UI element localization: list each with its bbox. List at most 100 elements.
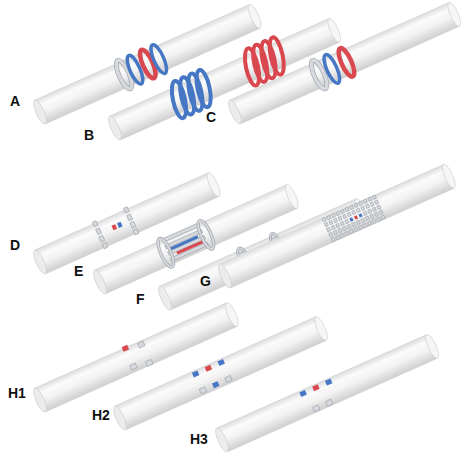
pad-electrode xyxy=(347,224,351,228)
panel-label: A xyxy=(10,94,20,108)
pad-electrode xyxy=(363,199,367,203)
pad-electrode xyxy=(313,405,321,412)
pad-electrode xyxy=(354,227,358,231)
pad-electrode xyxy=(377,217,381,221)
pad-electrode xyxy=(325,399,333,406)
tube-end xyxy=(31,98,49,125)
pad-electrode xyxy=(347,212,351,216)
pad-electrode xyxy=(102,243,108,249)
pad-electrode xyxy=(333,230,337,234)
tube-end xyxy=(106,114,124,141)
pad-electrode xyxy=(356,220,360,224)
pad-electrode xyxy=(212,381,220,388)
pad-electrode xyxy=(133,229,139,235)
tube-end xyxy=(91,268,109,295)
pad-electrode xyxy=(370,202,374,206)
pad-electrode xyxy=(217,359,225,366)
pad-electrode xyxy=(336,223,340,227)
pad-electrode xyxy=(359,201,363,205)
pad-electrode xyxy=(358,225,362,229)
pad-electrode xyxy=(170,235,199,250)
panel-label: E xyxy=(74,264,83,278)
pad-electrode xyxy=(338,216,342,220)
tube-body xyxy=(35,303,237,412)
pad-electrode xyxy=(329,232,333,236)
pad-electrode xyxy=(331,237,335,241)
ring-electrode xyxy=(336,46,358,78)
pad-electrode xyxy=(130,363,138,370)
panel-label: H3 xyxy=(190,432,208,446)
tube-body xyxy=(220,164,454,287)
ring-electrode xyxy=(308,58,330,90)
panel-label: H1 xyxy=(8,386,26,400)
pad-electrode xyxy=(363,211,367,215)
pad-electrode xyxy=(192,370,200,377)
pad-electrode xyxy=(342,226,346,230)
tube-end xyxy=(213,426,231,453)
catheter-tube xyxy=(216,163,458,290)
ring-electrode xyxy=(195,219,217,251)
pad-electrode xyxy=(375,200,379,204)
pad-electrode xyxy=(92,221,98,227)
pad-electrode xyxy=(368,197,372,201)
pad-electrode xyxy=(205,365,213,372)
pad-electrode xyxy=(336,235,340,239)
tube-end xyxy=(216,262,234,289)
pad-electrode xyxy=(122,345,130,352)
pad-electrode xyxy=(130,221,136,228)
tube-end xyxy=(111,404,129,431)
pad-electrode xyxy=(343,214,347,218)
ring-electrode xyxy=(308,58,330,90)
tube-end xyxy=(205,171,223,198)
pad-electrode xyxy=(299,390,307,397)
pad-electrode xyxy=(96,228,102,235)
pad-electrode xyxy=(368,221,372,225)
pad-electrode xyxy=(327,215,331,219)
pad-electrode xyxy=(349,217,353,221)
panel-label: B xyxy=(84,128,94,142)
pad-electrode xyxy=(312,384,320,391)
ring-electrode xyxy=(155,237,177,269)
pad-electrode xyxy=(117,222,123,228)
pad-electrode xyxy=(127,214,133,221)
tube-end xyxy=(246,3,264,30)
pad-electrode xyxy=(349,229,353,233)
pad-electrode xyxy=(368,209,372,213)
catheter-tube xyxy=(30,299,241,413)
pad-electrode xyxy=(377,205,381,209)
pad-electrode xyxy=(137,341,145,348)
tube-end xyxy=(31,248,49,275)
catheter-tube xyxy=(225,0,464,128)
pad-electrode xyxy=(329,220,333,224)
pad-electrode xyxy=(372,195,376,199)
pad-electrode xyxy=(331,213,335,217)
pad-electrode xyxy=(345,231,349,235)
pad-electrode xyxy=(324,222,328,226)
pad-electrode xyxy=(381,215,385,219)
pad-electrode xyxy=(338,228,342,232)
pad-electrode xyxy=(322,217,326,221)
tube-body xyxy=(217,335,438,452)
tube-end xyxy=(312,315,330,342)
pad-electrode xyxy=(363,223,367,227)
pad-electrode xyxy=(361,206,365,210)
pad-electrode xyxy=(340,233,344,237)
pad-electrode xyxy=(361,218,365,222)
pad-electrode xyxy=(333,218,337,222)
pad-electrode xyxy=(358,213,362,217)
coil-turn xyxy=(267,36,287,76)
pad-electrode xyxy=(374,212,378,216)
ring-electrode xyxy=(148,43,170,75)
tube-end xyxy=(445,1,463,28)
pad-electrode xyxy=(354,215,358,219)
ring-electrode xyxy=(155,237,177,269)
pad-electrode xyxy=(327,227,331,231)
catheter-tube xyxy=(213,333,441,454)
pad-electrode xyxy=(379,210,383,214)
pad-electrode xyxy=(325,379,333,386)
pad-electrode xyxy=(354,203,358,207)
pad-electrode xyxy=(340,209,344,213)
pad-electrode xyxy=(356,208,360,212)
